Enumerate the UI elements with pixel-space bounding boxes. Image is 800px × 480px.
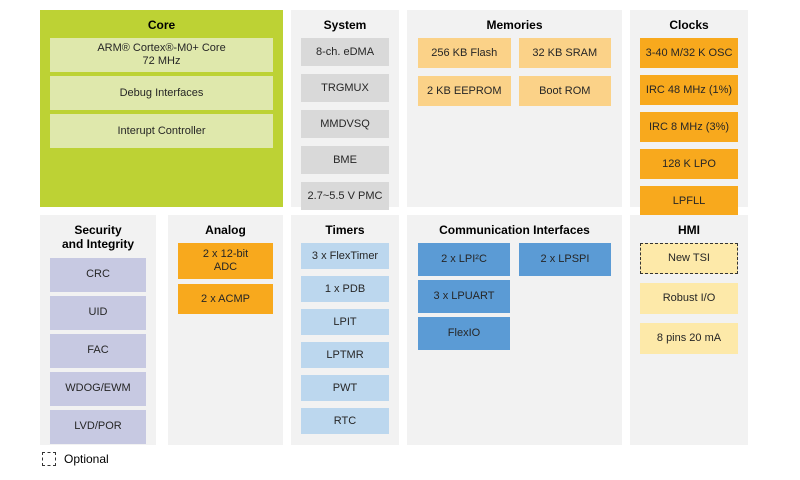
block-flash: 256 KB Flash: [418, 38, 511, 69]
block-new-tsi-optional: New TSI: [640, 243, 738, 275]
panel-title-timers: Timers: [325, 223, 365, 237]
panel-analog: Analog 2 x 12-bit ADC 2 x ACMP: [168, 215, 283, 445]
block-flextimer: 3 x FlexTimer: [301, 243, 389, 270]
panel-title-analog: Analog: [205, 223, 246, 237]
block-interrupt-controller: Interupt Controller: [50, 114, 273, 149]
panel-title-clocks: Clocks: [669, 18, 709, 32]
panel-title-core: Core: [147, 18, 176, 32]
legend-optional: Optional: [42, 452, 109, 466]
panel-communication-interfaces: Communication Interfaces 2 x LPI²C 2 x L…: [407, 215, 622, 445]
block-trgmux: TRGMUX: [301, 74, 389, 103]
block-robust-io: Robust I/O: [640, 283, 738, 315]
block-lpo: 128 K LPO: [640, 149, 738, 180]
block-fac: FAC: [50, 333, 146, 368]
block-lvd-por: LVD/POR: [50, 409, 146, 444]
block-rtc: RTC: [301, 408, 389, 435]
panel-security-and-integrity: Security and Integrity CRC UID FAC WDOG/…: [40, 215, 156, 445]
block-lpi2c: 2 x LPI²C: [418, 243, 510, 277]
block-pdb: 1 x PDB: [301, 276, 389, 303]
block-edma: 8-ch. eDMA: [301, 38, 389, 67]
block-lpspi: 2 x LPSPI: [519, 243, 611, 277]
panel-timers: Timers 3 x FlexTimer 1 x PDB LPIT LPTMR …: [291, 215, 399, 445]
panel-title-hmi: HMI: [678, 223, 700, 237]
legend-label: Optional: [64, 452, 109, 466]
panel-title-system: System: [323, 18, 367, 32]
block-lptmr: LPTMR: [301, 342, 389, 369]
block-adc: 2 x 12-bit ADC: [178, 243, 273, 280]
block-pmc: 2.7~5.5 V PMC: [301, 182, 389, 211]
block-bme: BME: [301, 146, 389, 175]
panel-title-memories: Memories: [486, 18, 543, 32]
panel-memories: Memories 256 KB Flash 32 KB SRAM 2 KB EE…: [407, 10, 622, 207]
block-lpuart: 3 x LPUART: [418, 280, 510, 314]
optional-dashed-box-icon: [42, 452, 56, 466]
block-uid: UID: [50, 295, 146, 330]
block-wdog-ewm: WDOG/EWM: [50, 371, 146, 406]
block-flexio: FlexIO: [418, 317, 510, 351]
block-debug-interfaces: Debug Interfaces: [50, 76, 273, 111]
block-irc-48mhz: IRC 48 MHz (1%): [640, 75, 738, 106]
block-acmp: 2 x ACMP: [178, 284, 273, 315]
block-8-pins-20ma: 8 pins 20 mA: [640, 323, 738, 355]
block-osc: 3-40 M/32 K OSC: [640, 38, 738, 69]
panel-system: System 8-ch. eDMA TRGMUX MMDVSQ BME 2.7~…: [291, 10, 399, 211]
block-lpfll: LPFLL: [640, 186, 738, 217]
block-irc-8mhz: IRC 8 MHz (3%): [640, 112, 738, 143]
panel-core: Core ARM® Cortex®-M0+ Core 72 MHz Debug …: [40, 10, 283, 207]
block-sram: 32 KB SRAM: [518, 38, 611, 69]
block-crc: CRC: [50, 257, 146, 292]
block-eeprom: 2 KB EEPROM: [418, 76, 511, 107]
block-mmdvsq: MMDVSQ: [301, 110, 389, 139]
panel-title-security: Security and Integrity: [61, 223, 134, 252]
block-lpit: LPIT: [301, 309, 389, 336]
panel-title-communication-interfaces: Communication Interfaces: [439, 223, 590, 237]
block-arm-cortex-m0plus-core: ARM® Cortex®-M0+ Core 72 MHz: [50, 38, 273, 73]
block-pwt: PWT: [301, 375, 389, 402]
block-boot-rom: Boot ROM: [518, 76, 611, 107]
panel-hmi: HMI New TSI Robust I/O 8 pins 20 mA: [630, 215, 748, 445]
panel-clocks: Clocks 3-40 M/32 K OSC IRC 48 MHz (1%) I…: [630, 10, 748, 217]
